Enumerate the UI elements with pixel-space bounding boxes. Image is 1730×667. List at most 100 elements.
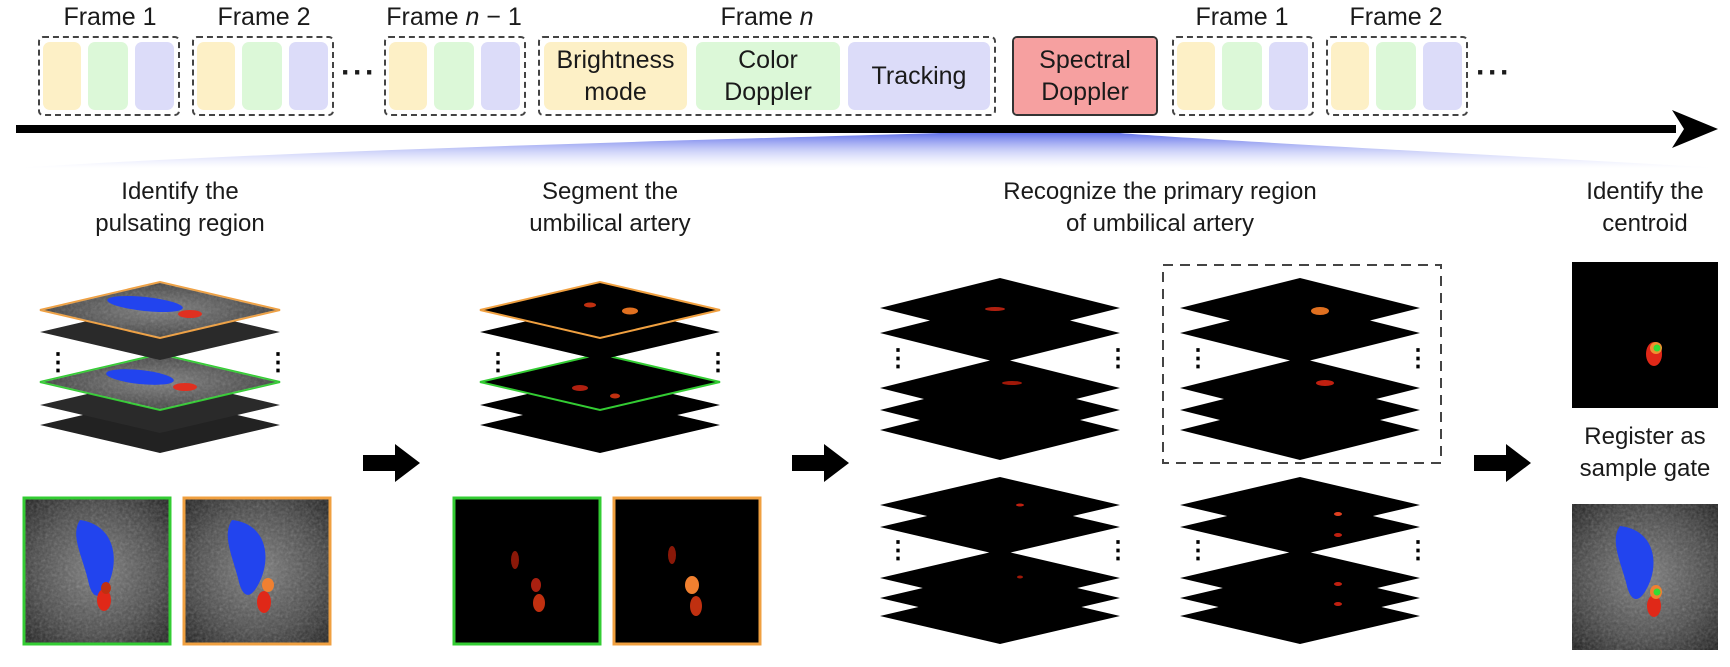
spectral-doppler-block: Spectral Doppler bbox=[1014, 38, 1156, 114]
frame-1-repeat-group bbox=[1172, 36, 1314, 116]
centroid-image bbox=[1572, 262, 1718, 408]
segment-red bbox=[985, 307, 1005, 311]
stack-layer-green bbox=[479, 352, 721, 412]
brightness-block bbox=[1331, 42, 1369, 110]
segmentation-thumb-orange bbox=[612, 496, 762, 646]
stack-layer bbox=[880, 358, 1120, 418]
stack-layer bbox=[1180, 278, 1420, 338]
stack-dots: ⋮ bbox=[1186, 345, 1210, 372]
flow-arrow-1 bbox=[363, 444, 420, 482]
segment-orange bbox=[622, 307, 638, 315]
color-doppler-block: Color Doppler bbox=[696, 42, 840, 110]
segment-red bbox=[1017, 575, 1023, 579]
segment-red bbox=[584, 302, 596, 308]
step-identify-centroid-label: Identify the centroid bbox=[1586, 178, 1704, 237]
stack-dots: ⋮ bbox=[886, 537, 910, 564]
color-doppler-block bbox=[434, 42, 474, 110]
color-doppler-block bbox=[1376, 42, 1416, 110]
spectral-doppler-group: Spectral Doppler bbox=[1012, 36, 1158, 116]
segment-red bbox=[1334, 533, 1342, 537]
stack-dots: ⋮ bbox=[1106, 537, 1130, 564]
stack-layer bbox=[1180, 550, 1420, 606]
time-axis-arrowhead bbox=[1672, 110, 1718, 148]
tracking-block bbox=[481, 42, 520, 110]
spectral-doppler-label: Spectral Doppler bbox=[1039, 46, 1131, 106]
segment-red bbox=[610, 393, 620, 399]
brightness-block bbox=[197, 42, 235, 110]
step-segment-artery-label: Segment the umbilical artery bbox=[529, 178, 691, 237]
blood-flow-red bbox=[173, 383, 197, 391]
segment-orange bbox=[1311, 307, 1329, 315]
step-identify-pulsating-label: Identify the pulsating region bbox=[95, 178, 265, 237]
color-doppler-block bbox=[88, 42, 128, 110]
tracking-block bbox=[1423, 42, 1462, 110]
stack-dots: ⋮ bbox=[1406, 537, 1430, 564]
blood-flow-blue bbox=[107, 295, 183, 313]
expansion-fan bbox=[15, 133, 1720, 168]
color-doppler-block bbox=[1222, 42, 1262, 110]
stack-dots: ⋮ bbox=[1186, 537, 1210, 564]
segmentation-thumb-green bbox=[452, 496, 602, 646]
step-register-gate-label: Register as sample gate bbox=[1579, 423, 1711, 482]
brightness-mode-block: Brightness mode bbox=[544, 42, 687, 110]
tracking-block: Tracking bbox=[848, 42, 990, 110]
segment-red bbox=[572, 385, 588, 391]
flow-arrow-2 bbox=[792, 444, 849, 482]
frame-n-group: Brightness mode Color Doppler Tracking bbox=[538, 36, 996, 116]
stack-layer bbox=[1180, 358, 1420, 418]
stack-layer-orange bbox=[479, 280, 721, 340]
brightness-block bbox=[389, 42, 427, 110]
stack-dots: ⋮ bbox=[1406, 345, 1430, 372]
frame-title-n: Frame n bbox=[720, 3, 814, 31]
ultrasound-stack: ⋮ ⋮ bbox=[39, 280, 290, 453]
primary-region-stack-a: ⋮ ⋮ bbox=[880, 278, 1130, 460]
stack-dots: ⋮ bbox=[46, 349, 70, 376]
blood-flow-red bbox=[178, 310, 202, 318]
frame-title-2-repeat: Frame 2 bbox=[1349, 3, 1443, 31]
stack-dots: ⋮ bbox=[886, 345, 910, 372]
brightness-block bbox=[1177, 42, 1215, 110]
segment-red bbox=[1016, 503, 1024, 507]
ultrasound-thumb-green bbox=[22, 496, 172, 646]
stack-dots: ⋮ bbox=[1106, 345, 1130, 372]
stack-layer bbox=[880, 550, 1120, 606]
tracking-block bbox=[135, 42, 174, 110]
time-axis-line bbox=[16, 125, 1676, 133]
segment-red bbox=[1316, 380, 1334, 386]
ultrasound-thumb-orange bbox=[182, 496, 332, 646]
frame-title-n-minus-1: Frame n − 1 bbox=[386, 3, 522, 31]
frame-title-2: Frame 2 bbox=[217, 3, 311, 31]
brightness-block bbox=[43, 42, 81, 110]
primary-region-stack-d: ⋮ ⋮ bbox=[1180, 477, 1430, 644]
tracking-block bbox=[289, 42, 328, 110]
frame-2-repeat-group bbox=[1326, 36, 1468, 116]
stack-layer bbox=[1180, 477, 1420, 533]
tracking-label: Tracking bbox=[871, 62, 967, 90]
tracking-block bbox=[1269, 42, 1308, 110]
blood-flow-blue bbox=[106, 369, 174, 385]
segment-red bbox=[1334, 582, 1342, 586]
stack-layer bbox=[880, 477, 1120, 533]
segment-red bbox=[1334, 512, 1342, 516]
brightness-mode-label: Brightness mode bbox=[556, 46, 675, 106]
flow-arrow-3 bbox=[1474, 444, 1531, 482]
stack-dots: ⋮ bbox=[266, 349, 290, 376]
color-doppler-block bbox=[242, 42, 282, 110]
stack-dots: ⋮ bbox=[486, 349, 510, 376]
frame-title-1: Frame 1 bbox=[63, 3, 157, 31]
ellipsis: ··· bbox=[341, 56, 377, 89]
selected-region-box bbox=[1162, 264, 1442, 464]
frame-2-group bbox=[192, 36, 334, 116]
ellipsis-end: ··· bbox=[1476, 56, 1512, 89]
primary-region-stack-b: ⋮ ⋮ bbox=[1180, 278, 1430, 460]
color-doppler-label: Color Doppler bbox=[724, 46, 812, 106]
segment-red bbox=[1334, 602, 1342, 606]
frame-1-group bbox=[38, 36, 180, 116]
frame-n-minus-1-group bbox=[384, 36, 526, 116]
frame-title-1-repeat: Frame 1 bbox=[1195, 3, 1289, 31]
stack-dots: ⋮ bbox=[706, 349, 730, 376]
segment-red bbox=[1002, 381, 1022, 385]
segmentation-stack: ⋮ ⋮ bbox=[479, 280, 730, 453]
